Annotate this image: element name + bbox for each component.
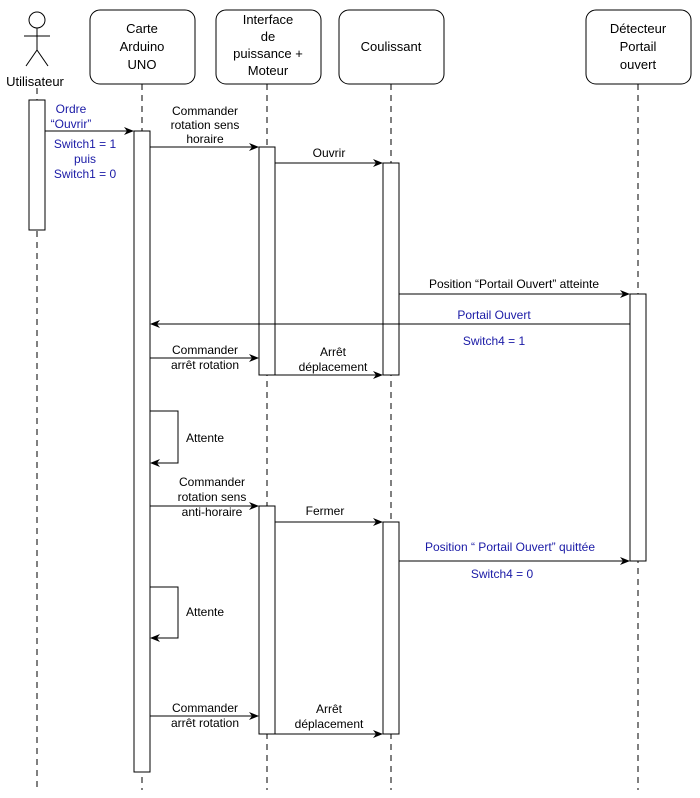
- participant-power-label-line: de: [261, 29, 275, 44]
- activation-power-1: [258, 146, 276, 376]
- activation-power-2: [258, 505, 276, 735]
- participant-power-label-line: puissance +: [233, 46, 303, 61]
- message-stop-move2-label-line: Arrêt: [316, 702, 343, 716]
- activation-arduino: [133, 130, 151, 773]
- message-order-label: Ordre“Ouvrir”: [51, 102, 92, 131]
- message-wait1-label: Attente: [186, 431, 224, 445]
- activation-slider-1: [382, 162, 400, 376]
- message-cmd-ccw-label-line: Commander: [179, 475, 245, 489]
- message-switch4-off-label: Switch4 = 0: [471, 567, 534, 581]
- participant-power-label-line: Interface: [243, 12, 294, 27]
- message-cmd-cw-label-line: rotation sens: [171, 118, 240, 132]
- message-cmd-cw-label-line: horaire: [186, 132, 224, 146]
- message-cmd-cw-label-line: Commander: [172, 104, 238, 118]
- participant-user-label: Utilisateur: [6, 74, 64, 89]
- message-pos-reached-label: Position “Portail Ouvert” atteinte: [429, 277, 599, 291]
- message-wait2-label-line: Attente: [186, 605, 224, 619]
- message-cmd-stop2-label-line: Commander: [172, 701, 238, 715]
- message-stop-move2-label-line: déplacement: [295, 717, 364, 731]
- activation-slider-2: [382, 521, 400, 735]
- message-stop-move1-label-line: Arrêt: [320, 345, 347, 359]
- message-switch4-off-label-line: Switch4 = 0: [471, 567, 534, 581]
- message-close-label: Fermer: [306, 504, 345, 518]
- message-cmd-stop1-label-line: arrêt rotation: [171, 358, 239, 372]
- participant-arduino-label-line: Carte: [126, 21, 158, 36]
- message-switch1-label-line: Switch1 = 0: [54, 167, 117, 181]
- participant-slider-label-line: Coulissant: [361, 39, 422, 54]
- participant-sensor-label-line: ouvert: [620, 57, 657, 72]
- message-order-label-line: “Ouvrir”: [51, 117, 92, 131]
- message-gate-open-label: Portail Ouvert: [457, 308, 531, 322]
- message-open-label-line: Ouvrir: [313, 146, 346, 160]
- message-gate-open-label-line: Portail Ouvert: [457, 308, 531, 322]
- message-cmd-ccw-label-line: rotation sens: [178, 490, 247, 504]
- message-cmd-ccw-label-line: anti-horaire: [182, 505, 243, 519]
- message-pos-left-label-line: Position “ Portail Ouvert” quittée: [425, 540, 595, 554]
- activation-user: [28, 99, 46, 231]
- participant-power-label: Interface de puissance + Moteur: [233, 12, 303, 78]
- message-wait2-label: Attente: [186, 605, 224, 619]
- participant-sensor-label-line: Détecteur: [610, 21, 667, 36]
- participant-arduino-label-line: UNO: [128, 57, 157, 72]
- participant-power: Interface de puissance + Moteur: [215, 9, 322, 85]
- actor-user-icon: [24, 11, 50, 67]
- activation-sensor: [629, 293, 647, 562]
- participant-arduino-label-line: Arduino: [120, 39, 165, 54]
- message-open-label: Ouvrir: [313, 146, 346, 160]
- message-wait1-label-line: Attente: [186, 431, 224, 445]
- message-order-label-line: Ordre: [56, 102, 87, 116]
- message-switch4-on-label-line: Switch4 = 1: [463, 334, 526, 348]
- message-switch1-label-line: puis: [74, 152, 96, 166]
- message-switch1-label-line: Switch1 = 1: [54, 137, 117, 151]
- message-cmd-stop2-label-line: arrêt rotation: [171, 716, 239, 730]
- message-switch4-on-label: Switch4 = 1: [463, 334, 526, 348]
- message-cmd-stop1-label-line: Commander: [172, 343, 238, 357]
- message-pos-left-label: Position “ Portail Ouvert” quittée: [425, 540, 595, 554]
- message-wait2-arrow: [150, 586, 179, 642]
- message-pos-reached-label-line: Position “Portail Ouvert” atteinte: [429, 277, 599, 291]
- message-close-label-line: Fermer: [306, 504, 345, 518]
- message-wait1-arrow: [150, 410, 179, 467]
- participant-slider: Coulissant: [338, 9, 445, 85]
- participant-sensor-label-line: Portail: [620, 39, 657, 54]
- participant-slider-label: Coulissant: [361, 39, 422, 54]
- message-stop-move1-label-line: déplacement: [299, 360, 368, 374]
- participant-power-label-line: Moteur: [248, 63, 289, 78]
